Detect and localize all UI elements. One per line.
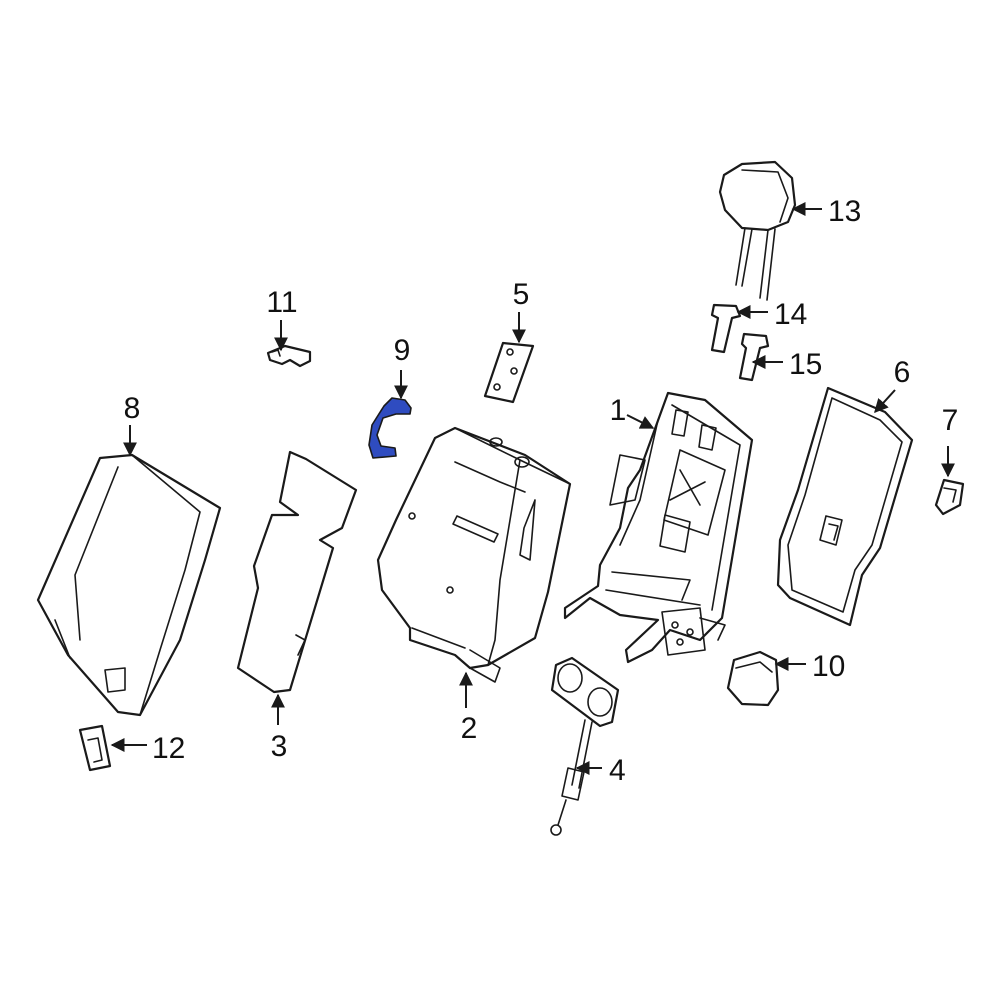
callout-10: 10: [812, 650, 845, 683]
callout-2: 2: [461, 712, 478, 745]
leader-1: [626, 414, 655, 429]
part-9-bracket[interactable]: [368, 397, 412, 459]
callout-13: 13: [828, 195, 861, 228]
part-8-seatback-cover[interactable]: [36, 453, 222, 717]
callout-8: 8: [124, 392, 141, 425]
part-1-back-frame[interactable]: [563, 391, 754, 664]
part-10-cap[interactable]: [726, 650, 780, 707]
callout-15: 15: [789, 348, 822, 381]
part-3-pad[interactable]: [236, 450, 358, 694]
callout-7: 7: [942, 404, 959, 437]
part-12-tag[interactable]: [78, 724, 112, 772]
callout-5: 5: [513, 278, 530, 311]
callout-9: 9: [394, 334, 411, 367]
callout-12: 12: [152, 732, 185, 765]
part-13-headrest[interactable]: [718, 160, 797, 301]
leader-lines: [110, 202, 955, 775]
part-7-clip[interactable]: [934, 478, 965, 516]
callout-3: 3: [271, 730, 288, 763]
part-2-back-panel[interactable]: [376, 426, 572, 683]
part-4-release-cable[interactable]: [550, 656, 620, 836]
part-15-headrest-guide[interactable]: [738, 332, 770, 382]
callout-11: 11: [266, 286, 297, 319]
callout-labels: 1 2 3 4 5 6 7 8 9 10 11 12 13 14 15: [124, 195, 959, 787]
callout-14: 14: [774, 298, 807, 331]
callout-1: 1: [610, 394, 627, 427]
part-5-hinge-plate[interactable]: [483, 341, 535, 404]
part-6-back-cover[interactable]: [776, 386, 914, 627]
part-11-clip[interactable]: [266, 344, 312, 368]
callout-4: 4: [609, 754, 626, 787]
part-14-headrest-guide[interactable]: [710, 303, 742, 354]
callout-6: 6: [894, 356, 911, 389]
leader-6: [874, 389, 896, 414]
